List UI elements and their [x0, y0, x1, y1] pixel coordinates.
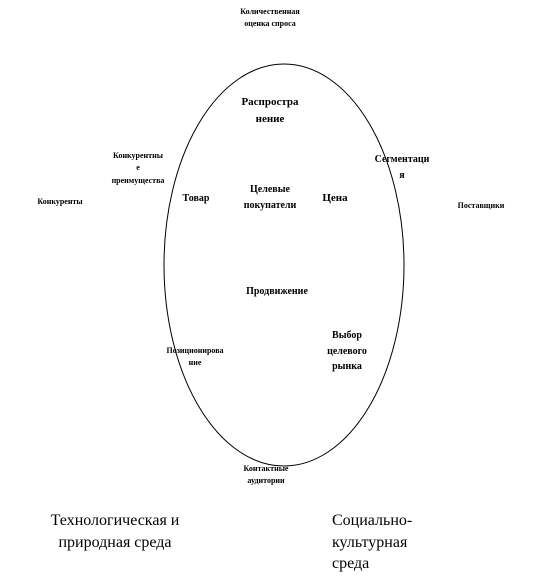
demand-estimation-label: Количественная оценка спроса — [240, 7, 300, 29]
positioning-label: Позиционирова ние — [166, 346, 224, 368]
social-environment-label: Социально- культурная среда — [332, 512, 413, 573]
target-market-ellipse — [163, 63, 405, 467]
competitive-advantages-label: Конкурентны е преимущества — [111, 151, 165, 185]
promotion-label: Продвижение — [246, 286, 308, 297]
target-buyers-label: Целевые покупатели — [243, 184, 297, 211]
suppliers-label: Поставщики — [457, 201, 505, 210]
product-label: Товар — [182, 193, 210, 204]
tech-environment-label: Технологическая и природная среда — [50, 512, 180, 551]
price-label: Цена — [322, 192, 348, 204]
segmentation-label: Сегментаци я — [374, 154, 430, 181]
competitors-label: Конкуренты — [37, 197, 83, 206]
distribution-label: Распростра нение — [241, 96, 299, 126]
contact-audiences-label: Контактные аудитории — [243, 464, 289, 486]
target-market-choice-label: Выбор целевого рынка — [327, 330, 367, 372]
